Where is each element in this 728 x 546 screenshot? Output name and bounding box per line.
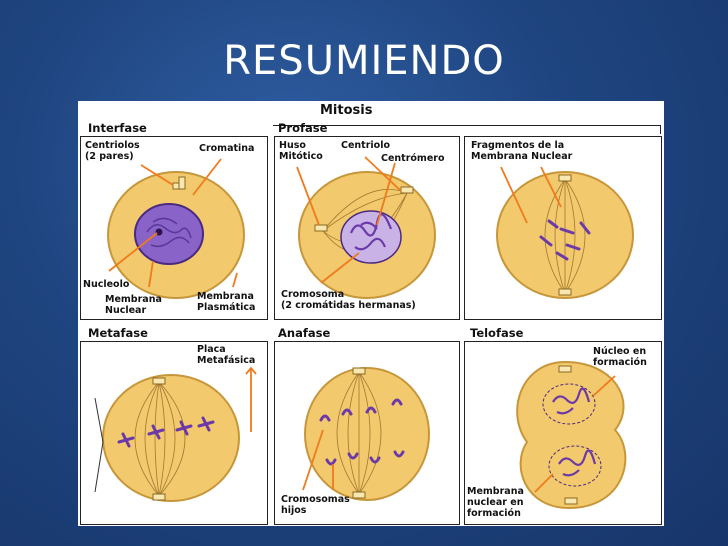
label-cromosoma: Cromosoma (2 cromátidas hermanas) <box>281 289 416 311</box>
mitosis-header: Mitosis <box>320 103 373 118</box>
label-centriolo: Centriolo <box>341 140 390 151</box>
phase-title-metafase: Metafase <box>88 326 148 340</box>
interfase-cell-drawing <box>107 158 245 299</box>
telofase-cell-drawing <box>516 360 627 510</box>
label-cromosomas-hijos: Cromosomas hijos <box>281 494 350 516</box>
panel-prometafase: Fragmentos de la Membrana Nuclear <box>464 136 662 320</box>
mitosis-figure: Mitosis Interfase Profase Metafase Anafa… <box>78 101 664 526</box>
label-membrana-formacion: Membrana nuclear en formación <box>467 486 524 519</box>
label-membrana-nuclear: Membrana Nuclear <box>105 294 162 316</box>
phase-title-profase: Profase <box>278 121 328 135</box>
panel-anafase: Cromosomas hijos <box>274 341 460 525</box>
label-fragmentos: Fragmentos de la Membrana Nuclear <box>471 140 573 162</box>
prometafase-cell-drawing <box>496 166 634 299</box>
panel-telofase: Núcleo en formación Membrana nuclear en … <box>464 341 662 525</box>
mitosis-bracket <box>273 125 661 134</box>
profase-cell-drawing <box>296 156 436 299</box>
label-nucleolo: Nucleolo <box>83 279 130 290</box>
label-placa-metafasica: Placa Metafásica <box>197 344 256 366</box>
metafase-cell-drawing <box>94 366 257 502</box>
panel-interfase: Centriolos (2 pares) Cromatina Nucleolo … <box>80 136 268 320</box>
label-cromatina: Cromatina <box>199 143 255 154</box>
label-membrana-plasmatica: Membrana Plasmática <box>197 291 256 313</box>
panel-profase: Huso Mitótico Centriolo Centrómero Cromo… <box>274 136 460 320</box>
anafase-cell-drawing <box>302 367 430 501</box>
phase-title-interfase: Interfase <box>88 121 147 135</box>
phase-title-telofase: Telofase <box>470 326 524 340</box>
label-nucleo-formacion: Núcleo en formación <box>593 346 647 368</box>
label-huso-mitotico: Huso Mitótico <box>279 140 323 162</box>
phase-title-anafase: Anafase <box>278 326 331 340</box>
slide-title: RESUMIENDO <box>223 38 505 84</box>
label-centriolos: Centriolos (2 pares) <box>85 140 140 162</box>
label-centromero: Centrómero <box>381 153 445 164</box>
panel-metafase: Placa Metafásica <box>80 341 268 525</box>
